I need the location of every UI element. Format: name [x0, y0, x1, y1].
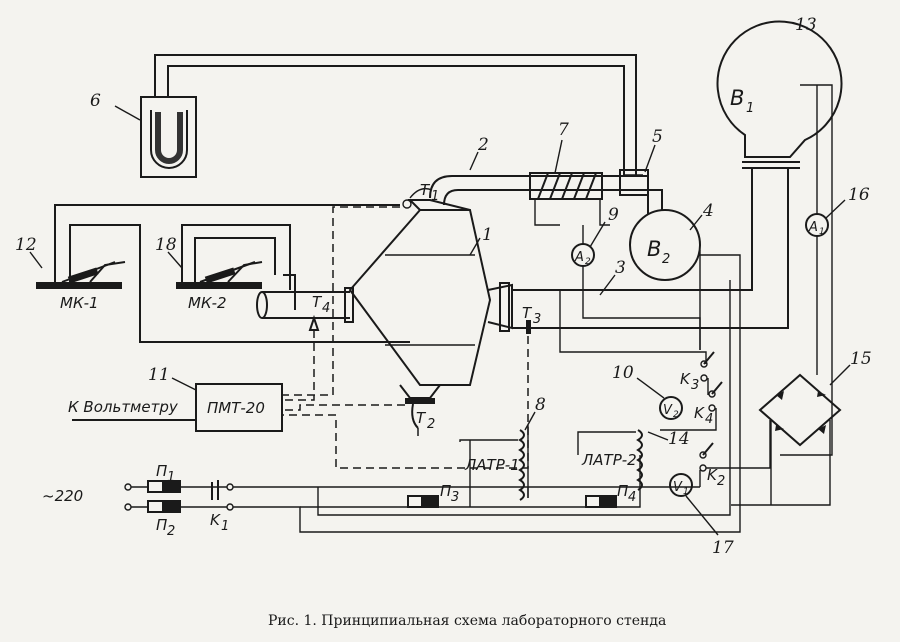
callout-8: 8 — [535, 395, 546, 415]
manometer-line — [154, 54, 637, 175]
svg-text:П: П — [617, 482, 628, 500]
pipe-2 — [429, 175, 530, 206]
contactor-p4: П 4 — [585, 482, 636, 508]
fan-b1-subscript: 1 — [746, 101, 754, 116]
svg-text:3: 3 — [691, 378, 699, 393]
latr-2: ЛАТР-2 — [577, 429, 643, 491]
u-tube-manometer — [140, 96, 197, 178]
svg-text:K: K — [694, 404, 705, 422]
callout-17: 17 — [712, 538, 734, 558]
to-voltmeter: К Вольтметру — [68, 398, 196, 421]
callout-2: 2 — [477, 135, 489, 155]
supply-label: ~220 — [42, 487, 83, 505]
callout-13: 13 — [795, 15, 817, 35]
svg-text:П: П — [156, 462, 167, 480]
voltmeter-v1: V 1 — [669, 473, 693, 497]
pmt-20-label: ПМТ-20 — [207, 399, 265, 417]
supply-wiring — [131, 250, 831, 533]
sensor-t2: T 2 — [405, 398, 435, 432]
contactor-p2: П 2 — [147, 500, 181, 539]
svg-text:1: 1 — [167, 470, 175, 485]
svg-text:1: 1 — [431, 189, 439, 204]
fan-b2-symbol: В — [647, 237, 661, 261]
svg-text:K: K — [680, 370, 691, 388]
fan-b2-subscript: 2 — [662, 252, 670, 267]
sensor-t1: T 1 — [402, 181, 439, 209]
svg-text:V: V — [663, 403, 673, 418]
thermocouple-lines — [282, 206, 529, 469]
callout-6: 6 — [90, 91, 101, 111]
contactor-p1: П 1 — [147, 462, 181, 493]
svg-text:A: A — [808, 220, 818, 235]
svg-text:T: T — [522, 304, 533, 322]
callout-4: 4 — [702, 201, 714, 221]
pmt-20-box: ПМТ-20 — [195, 383, 283, 432]
sensor-t4: T 4 — [308, 293, 330, 331]
power-supply: ~220 — [42, 483, 132, 511]
svg-text:2: 2 — [673, 410, 679, 420]
sensor-t3: T 3 — [522, 304, 541, 334]
callout-15: 15 — [850, 349, 872, 369]
contactor-p3: П 3 — [407, 482, 459, 508]
ammeter-a1: A 1 — [780, 84, 833, 456]
switch-k3: K 3 — [680, 351, 715, 393]
micromanometer-mk1: МК-1 — [36, 261, 126, 312]
callout-10: 10 — [612, 363, 634, 383]
svg-text:T: T — [312, 293, 323, 311]
latr1-label: ЛАТР-1 — [464, 456, 520, 474]
callout-12: 12 — [15, 235, 37, 255]
callout-9: 9 — [608, 205, 619, 225]
svg-text:1: 1 — [221, 519, 229, 534]
svg-text:3: 3 — [533, 312, 541, 327]
heater-7 — [529, 172, 610, 226]
svg-text:T: T — [420, 181, 431, 199]
switch-k4: K 4 — [694, 381, 723, 427]
latr-1: ЛАТР-1 — [459, 425, 529, 501]
chamber-outlet-pipe — [487, 282, 513, 332]
mk1-label: МК-1 — [60, 294, 99, 312]
svg-text:K: K — [707, 466, 718, 484]
svg-text:4: 4 — [705, 412, 713, 427]
svg-text:1: 1 — [683, 487, 689, 497]
chamber-inlet-pipe — [256, 287, 354, 323]
figure-caption: Рис. 1. Принципиальная схема лабораторно… — [268, 613, 666, 629]
svg-text:K: K — [210, 511, 221, 529]
svg-text:2: 2 — [427, 417, 435, 432]
nozzle-5 — [619, 169, 649, 196]
callout-18: 18 — [155, 235, 177, 255]
callout-16: 16 — [848, 185, 870, 205]
svg-text:A: A — [574, 250, 584, 265]
mk2-label: МК-2 — [188, 294, 227, 312]
rectifier-bridge — [758, 373, 842, 447]
callout-1: 1 — [482, 225, 493, 245]
voltmeter-v2: V 2 — [659, 396, 683, 420]
chamber-1 — [348, 187, 492, 399]
fan-b2: В 2 — [629, 209, 701, 281]
callouts: 1 2 3 4 5 6 7 8 9 10 11 12 13 14 15 16 1… — [15, 15, 872, 558]
svg-text:T: T — [416, 409, 427, 427]
svg-text:4: 4 — [322, 301, 330, 316]
micromanometer-mk2: МК-2 — [176, 261, 263, 312]
callout-3: 3 — [615, 258, 626, 278]
svg-text:П: П — [440, 482, 451, 500]
switch-k2: K 2 — [699, 442, 725, 489]
svg-text:1: 1 — [819, 227, 825, 237]
main-duct-3 — [512, 168, 789, 329]
svg-text:3: 3 — [451, 490, 459, 505]
svg-text:2: 2 — [717, 474, 725, 489]
callout-5: 5 — [652, 127, 663, 147]
fan-b1-symbol: В — [730, 86, 744, 110]
fan-b1: В 1 — [716, 20, 843, 169]
callout-11: 11 — [148, 365, 170, 385]
mk-tubes — [54, 204, 410, 343]
svg-text:2: 2 — [167, 524, 175, 539]
svg-text:2: 2 — [585, 257, 591, 267]
to-voltmeter-label: К Вольтметру — [68, 398, 179, 416]
svg-text:П: П — [156, 516, 167, 534]
callout-7: 7 — [558, 120, 569, 140]
callout-14: 14 — [668, 429, 690, 449]
latr2-label: ЛАТР-2 — [581, 451, 637, 469]
svg-text:4: 4 — [628, 490, 636, 505]
